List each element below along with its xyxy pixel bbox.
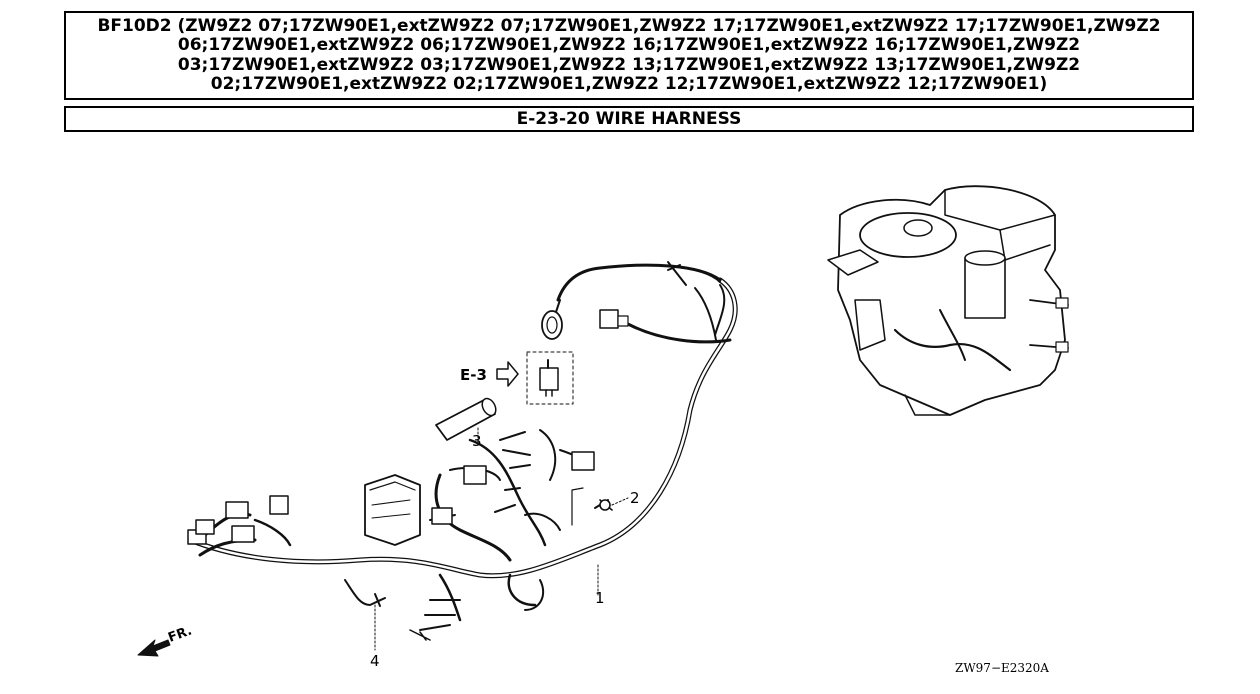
section-header: E-23-20 WIRE HARNESS: [64, 106, 1194, 132]
part-3-tube: [435, 397, 497, 443]
callout-2: 2: [630, 489, 640, 507]
harness-trunk: [187, 261, 738, 579]
middle-leads: [429, 429, 595, 611]
fr-label: FR.: [166, 623, 194, 645]
rubber-cap: [541, 299, 563, 340]
left-connectors: [187, 495, 292, 557]
front-arrow: [137, 639, 171, 657]
e3-arrow: [496, 361, 519, 387]
e3-reference-box: [526, 351, 574, 405]
part-4-clamp: [344, 579, 386, 607]
top-connector: [599, 309, 629, 329]
engine-sketch: [827, 185, 1069, 416]
model-header: BF10D2 (ZW9Z2 07;17ZW90E1,extZW9Z2 07;17…: [64, 11, 1194, 100]
drawing-code: ZW97−E2320A: [955, 661, 1049, 675]
section-title: E-23-20 WIRE HARNESS: [516, 109, 742, 129]
callout-3: 3: [472, 432, 482, 450]
part-2-bolt: [571, 487, 629, 526]
model-line: BF10D2 (ZW9Z2 07;17ZW90E1,extZW9Z2 07;17…: [97, 15, 1161, 94]
callout-1: 1: [595, 589, 605, 607]
e3-label: E-3: [460, 366, 487, 384]
relay-block: [364, 474, 421, 546]
lower-sensors: [409, 573, 462, 641]
callout-4: 4: [370, 652, 380, 670]
